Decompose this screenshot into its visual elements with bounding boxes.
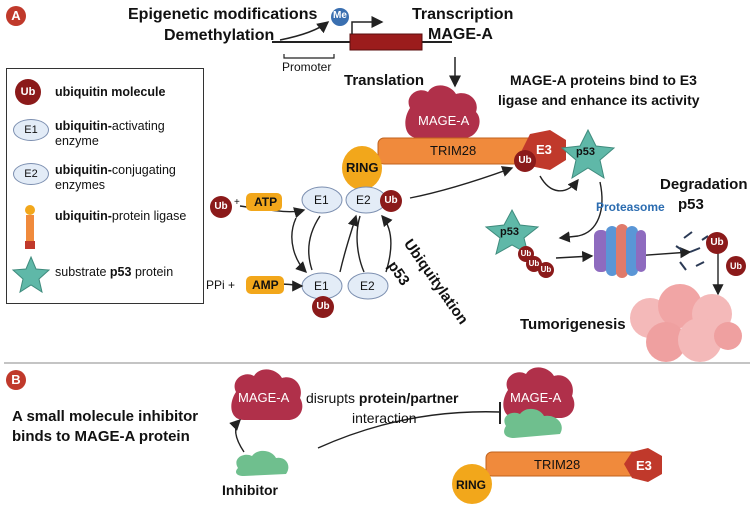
legend-ligase-e3-icon: [25, 241, 35, 249]
legend-p53-star-icon: [11, 255, 51, 294]
ub-e1: Ub: [312, 296, 334, 318]
inhibitor-text-line2: binds to MAGE-A protein: [12, 428, 190, 445]
p53-star-mid-icon: [484, 208, 540, 256]
inhibitor-label: Inhibitor: [222, 482, 278, 498]
methyl-group-icon: [331, 8, 349, 26]
atp-box: [246, 193, 282, 211]
mage-a-protein-b-right-icon: [503, 367, 575, 418]
plus-sign: +: [234, 197, 240, 208]
disrupts-text: disrupts protein/partner: [306, 390, 459, 406]
legend-ligase-bar-icon: [26, 215, 34, 243]
tumor-cells-icon: [630, 284, 742, 362]
inhibitor-molecule-icon: [236, 450, 289, 476]
trim28-label: TRIM28: [430, 143, 477, 158]
degradation-text: Degradation: [660, 176, 748, 193]
methyl-label: Me: [333, 10, 347, 21]
disrupts-bold: protein/partner: [358, 390, 459, 406]
ring-domain-b: [452, 464, 492, 504]
legend-e2-icon: E2: [13, 163, 49, 185]
legend-p53-bold: p53: [109, 265, 132, 279]
binding-arrow: [229, 419, 245, 453]
proteasome-label: Proteasome: [596, 200, 665, 214]
legend-p53-rest: substrate: [55, 265, 107, 279]
mage-a-protein-b-left-icon: [231, 369, 303, 420]
legend-e1-icon: E1: [13, 119, 49, 141]
mage-a-b-right-label: MAGE-A: [510, 390, 562, 405]
e3-hexagon-b: [624, 448, 662, 482]
transcription-text: Transcription: [412, 6, 514, 23]
e1-label-bottom: E1: [314, 279, 329, 293]
bind-text-line1: MAGE-A proteins bind to E3: [510, 72, 697, 88]
epigenetic-text: Epigenetic modifications: [128, 6, 318, 23]
legend-ligase-bold: ubiquitin-: [55, 209, 112, 223]
legend-e2-rest: conjugating enzymes: [55, 163, 176, 192]
panel-b-label: B: [6, 370, 26, 390]
ub-chain-3: Ub: [538, 262, 554, 278]
legend-box: Ub ubiquitin molecule E1 ubiquitin-activ…: [6, 68, 204, 304]
p53-star-top-icon: [560, 128, 616, 180]
mage-a-label: MAGE-A: [418, 113, 470, 128]
e2-label-top: E2: [356, 193, 371, 207]
trim28-b-label: TRIM28: [534, 457, 581, 472]
translation-text: Translation: [344, 72, 425, 89]
inhibitor-text-line1: A small molecule inhibitor: [12, 408, 199, 425]
disrupts-pre: disrupts: [306, 390, 356, 406]
amp-label: AMP: [252, 278, 279, 292]
degradation-p53-text: p53: [678, 196, 704, 213]
ring-domain: [342, 146, 382, 190]
atp-label: ATP: [254, 195, 278, 209]
interaction-text: interaction: [352, 410, 417, 426]
ub-e3: Ub: [514, 150, 536, 172]
e1-label-top: E1: [314, 193, 329, 207]
ub-left: Ub: [210, 196, 232, 218]
legend-e1-rest: activating enzyme: [55, 119, 165, 148]
inhibitor-bound-icon: [504, 408, 562, 438]
p53-label-mid: p53: [500, 226, 519, 238]
disrupt-inhibit-line: [317, 411, 501, 449]
ring-label: RING: [346, 160, 379, 175]
transcription-mage-a-text: MAGE-A: [428, 26, 493, 43]
tumorigenesis-text: Tumorigenesis: [520, 316, 626, 333]
e2-enzyme-bottom: [347, 272, 389, 300]
e3-b-label: E3: [636, 458, 652, 473]
bind-text-line2: ligase and enhance its activity: [498, 92, 700, 108]
legend-ub-icon: Ub: [15, 79, 41, 105]
amp-box: [246, 276, 284, 294]
ub-free-2: Ub: [726, 256, 746, 276]
legend-p53-suffix: protein: [134, 265, 174, 279]
panel-a-label: A: [6, 6, 26, 26]
ub-free-1: Ub: [706, 232, 728, 254]
legend-ligase-ring-icon: [25, 205, 35, 215]
promoter-label: Promoter: [282, 60, 332, 74]
e1-enzyme-top: [301, 186, 343, 214]
proteasome-icon: [594, 224, 646, 278]
e2-label-bottom: E2: [360, 279, 375, 293]
ppi-label: PPi +: [206, 278, 236, 292]
ring-b-label: RING: [456, 478, 486, 492]
mage-a-b-left-label: MAGE-A: [238, 390, 290, 405]
gene-diagram: [272, 16, 461, 88]
ub-e2: Ub: [380, 190, 402, 212]
p53-label-top: p53: [576, 146, 595, 158]
mage-a-protein-icon: [405, 85, 480, 138]
legend-e2-bold: ubiquitin-: [55, 163, 112, 177]
peptide-fragments-icon: [675, 231, 709, 271]
legend-ub-text: ubiquitin molecule: [55, 85, 166, 99]
legend-e1-bold: ubiquitin-: [55, 119, 112, 133]
e3-label: E3: [536, 142, 552, 157]
legend-ligase-rest: protein ligase: [111, 209, 187, 223]
demethylation-text: Demethylation: [164, 27, 275, 44]
